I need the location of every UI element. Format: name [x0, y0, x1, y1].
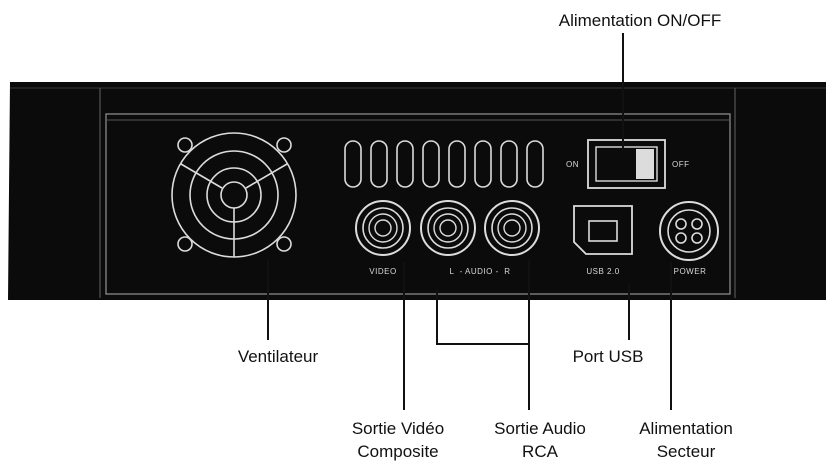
rca-video-jack [355, 200, 411, 256]
callout-mains-line2: Secteur [657, 442, 716, 461]
power-connector [659, 201, 719, 261]
power-panel-label: POWER [674, 267, 707, 276]
usb-panel-label: USB 2.0 [586, 267, 619, 276]
callout-power-switch: Alimentation ON/OFF [559, 11, 722, 30]
fan-icon [171, 132, 297, 258]
ventilation-slots [344, 140, 544, 188]
power-switch [587, 139, 666, 189]
audio-panel-label: L - AUDIO - R [450, 267, 511, 276]
rca-audio-right-jack [484, 200, 540, 256]
switch-off-label: OFF [672, 160, 690, 169]
usb-port [573, 205, 633, 255]
callout-video-line1: Sortie Vidéo [352, 419, 444, 438]
callout-mains-line1: Alimentation [639, 419, 733, 438]
callout-audio-line2: RCA [522, 442, 559, 461]
switch-on-label: ON [566, 160, 579, 169]
video-panel-label: VIDEO [369, 267, 396, 276]
callout-video-line2: Composite [357, 442, 438, 461]
callout-audio-line1: Sortie Audio [494, 419, 586, 438]
leader-lines [267, 33, 672, 410]
callout-fan: Ventilateur [238, 347, 319, 366]
callout-usb: Port USB [573, 347, 644, 366]
rca-audio-left-jack [420, 200, 476, 256]
